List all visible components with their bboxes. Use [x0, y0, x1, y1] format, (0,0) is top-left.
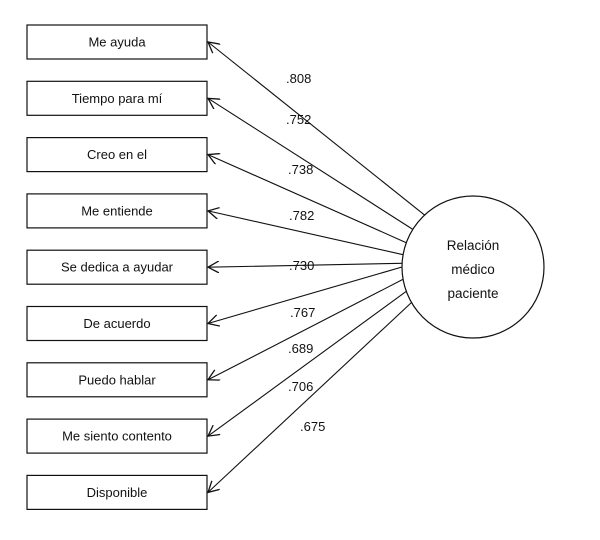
indicator-label: Creo en el — [87, 147, 147, 162]
loading-arrow-5 — [208, 263, 403, 267]
loading-arrow-3 — [208, 155, 407, 244]
indicator-label: Tiempo para mí — [72, 91, 163, 106]
indicator-label: Me ayuda — [88, 35, 146, 50]
indicator-box-frame — [26, 418, 208, 454]
indicator-box-7: Puedo hablar — [26, 362, 208, 398]
loading-arrow-6 — [208, 266, 403, 324]
indicator-box-3: Creo en el — [26, 137, 208, 173]
loading-labels: .808 .752 .738 .782 .730 .767 .689 .706 .675 — [286, 71, 325, 434]
factor-label-line-1: Relación — [447, 238, 500, 253]
loading-value-8: .706 — [288, 379, 313, 394]
loading-value-7: .689 — [288, 341, 313, 356]
loading-arrow-7 — [208, 278, 404, 380]
loading-arrow-8 — [208, 290, 407, 436]
loading-arrow-9 — [208, 302, 412, 493]
indicator-label: Se dedica a ayudar — [61, 260, 174, 275]
indicator-box-frame — [26, 193, 208, 229]
loading-arrow-2 — [208, 98, 414, 230]
factor-circle — [401, 195, 545, 339]
loading-value-4: .782 — [289, 208, 314, 223]
indicator-box-5: Se dedica a ayudar — [26, 249, 208, 285]
loading-value-6: .767 — [290, 305, 315, 320]
indicator-box-frame — [26, 80, 208, 116]
indicator-box-2: Tiempo para mí — [26, 80, 208, 116]
indicator-label: Disponible — [87, 485, 148, 500]
loading-value-9: .675 — [300, 419, 325, 434]
indicator-box-4: Me entiende — [26, 193, 208, 229]
loading-value-5: .730 — [289, 258, 314, 273]
loading-value-2: .752 — [286, 112, 311, 127]
indicator-label: Me entiende — [81, 203, 153, 218]
indicator-box-frame — [26, 362, 208, 398]
indicator-box-8: Me siento contento — [26, 418, 208, 454]
indicator-box-6: De acuerdo — [26, 305, 208, 342]
indicator-box-frame — [26, 24, 208, 60]
indicator-box-9: Disponible — [26, 474, 208, 510]
latent-factor: Relación médico paciente — [401, 195, 545, 339]
indicator-box-frame — [26, 249, 208, 285]
factor-label-line-2: médico — [451, 262, 495, 277]
indicator-label: Me siento contento — [62, 429, 172, 444]
loading-arrow-1 — [208, 42, 425, 216]
indicator-box-frame — [26, 137, 208, 173]
loading-arrow-4 — [208, 211, 404, 256]
indicator-label: Puedo hablar — [78, 372, 156, 387]
loading-value-1: .808 — [286, 71, 311, 86]
factor-label-line-3: paciente — [447, 286, 498, 301]
indicator-box-frame — [26, 474, 208, 510]
arrows-layer — [208, 42, 425, 492]
indicator-box-frame — [26, 305, 208, 342]
indicator-label: De acuerdo — [83, 316, 150, 331]
indicator-box-1: Me ayuda — [26, 24, 208, 60]
loading-value-3: .738 — [288, 162, 313, 177]
